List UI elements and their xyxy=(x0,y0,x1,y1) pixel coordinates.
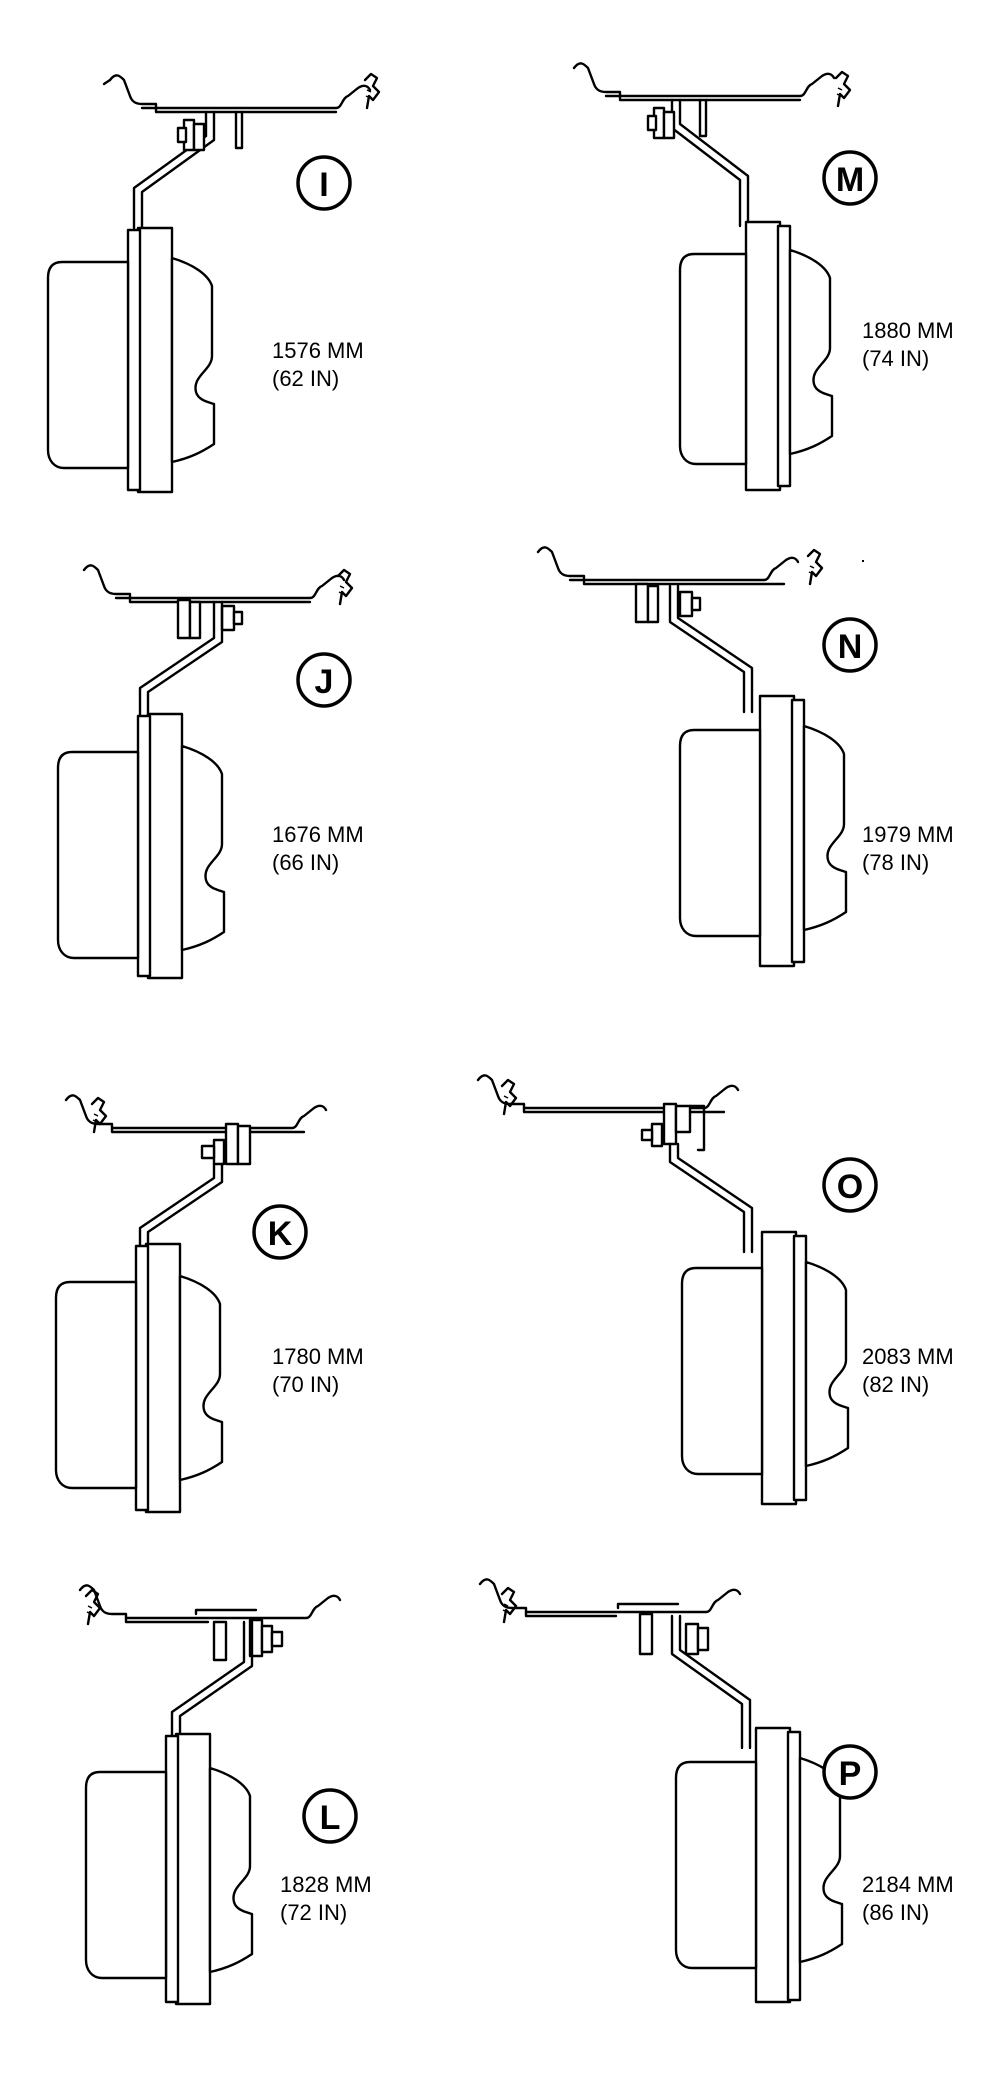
dimension-mm: 1780 MM xyxy=(272,1344,364,1369)
callout-j: J xyxy=(296,652,352,708)
dimension-in: (82 IN) xyxy=(862,1372,929,1397)
callout-l: L xyxy=(302,1788,358,1844)
callout-i: I xyxy=(296,155,352,211)
dimension-mm: 2083 MM xyxy=(862,1344,954,1369)
callout-letter: K xyxy=(268,1215,293,1253)
dimension-label-l: 1828 MM (72 IN) xyxy=(280,1872,372,1925)
dimension-in: (86 IN) xyxy=(862,1900,929,1925)
callout-letter: P xyxy=(839,1755,862,1793)
dimension-in: (74 IN) xyxy=(862,346,929,371)
dimension-mm: 1576 MM xyxy=(272,338,364,363)
dimension-label-i: 1576 MM (62 IN) xyxy=(272,338,364,391)
callout-letter: J xyxy=(315,663,334,701)
panel-m xyxy=(572,62,852,492)
callout-p: P xyxy=(822,1744,878,1800)
dimension-mm: 1828 MM xyxy=(280,1872,372,1897)
dimension-label-k: 1780 MM (70 IN) xyxy=(272,1344,364,1397)
panel-i xyxy=(46,72,381,494)
dimension-label-n: 1979 MM (78 IN) xyxy=(862,822,954,875)
dimension-label-j: 1676 MM (66 IN) xyxy=(272,822,364,875)
panel-l xyxy=(78,1584,342,2006)
dimension-label-m: 1880 MM (74 IN) xyxy=(862,318,954,371)
callout-n: N xyxy=(822,617,878,673)
panel-p xyxy=(478,1578,844,2004)
callout-m: M xyxy=(822,150,878,206)
dimension-in: (66 IN) xyxy=(272,850,339,875)
callout-letter: N xyxy=(838,628,863,666)
callout-letter: L xyxy=(320,1799,341,1837)
dimension-mm: 1676 MM xyxy=(272,822,364,847)
callout-k: K xyxy=(252,1204,308,1260)
callout-letter: M xyxy=(836,161,864,199)
panel-k xyxy=(54,1094,328,1514)
dimension-in: (78 IN) xyxy=(862,850,929,875)
callout-o: O xyxy=(822,1157,878,1213)
dimension-in: (62 IN) xyxy=(272,366,339,391)
dimension-label-o: 2083 MM (82 IN) xyxy=(862,1344,954,1397)
dimension-label-p: 2184 MM (86 IN) xyxy=(862,1872,954,1925)
arm xyxy=(132,110,244,230)
callout-letter: O xyxy=(837,1168,863,1206)
panel-n xyxy=(536,546,864,968)
dimension-in: (72 IN) xyxy=(280,1900,347,1925)
dimension-in: (70 IN) xyxy=(272,1372,339,1397)
rail xyxy=(102,72,381,114)
panel-j xyxy=(56,564,354,980)
callout-letter: I xyxy=(319,166,328,204)
dimension-mm: 1880 MM xyxy=(862,318,954,343)
dimension-mm: 1979 MM xyxy=(862,822,954,847)
mirror-head xyxy=(46,226,216,494)
panel-o xyxy=(476,1074,850,1506)
dimension-mm: 2184 MM xyxy=(862,1872,954,1897)
